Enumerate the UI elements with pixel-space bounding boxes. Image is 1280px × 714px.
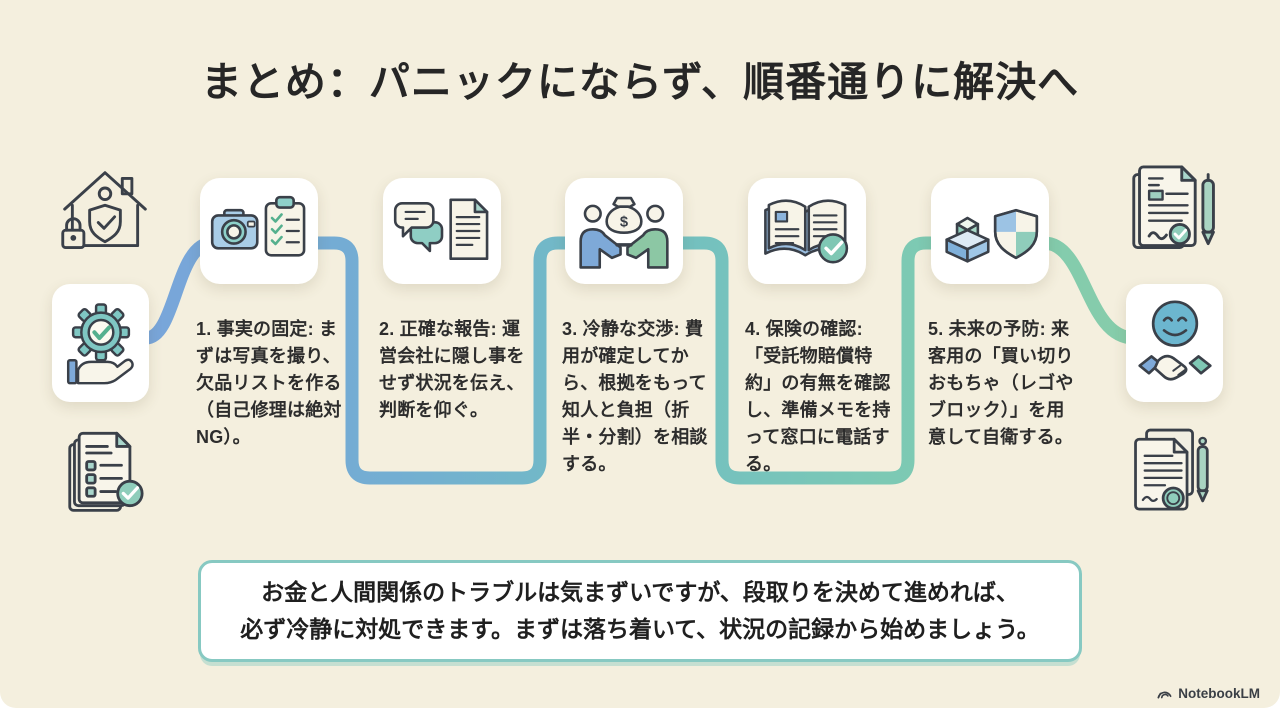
chat-document-icon (390, 187, 494, 275)
step3-description: 3. 冷静な交渉: 費用が確定してから、根拠をもって知人と負担（折半・分割）を相… (562, 319, 708, 474)
step3-card: $ (565, 178, 683, 284)
house-shield-lock-icon (55, 156, 155, 268)
summary-line-1: お金と人間関係のトラブルは気まずいですが、段取りを決めて進めれば、 (261, 579, 1019, 606)
step2-card (383, 178, 501, 284)
svg-text:$: $ (620, 215, 628, 231)
summary-line-2: 必ず冷静に対処できます。まずは落ち着いて、状況の記録から始めましょう。 (240, 616, 1040, 642)
smiley-handshake-icon (1133, 290, 1217, 396)
blocks-shield-icon (938, 186, 1042, 276)
step4-card (748, 178, 866, 284)
handshake-money-icon: $ (572, 186, 676, 276)
step1-card (200, 178, 318, 284)
brand-name: NotebookLM (1178, 686, 1260, 701)
left-middle-card (52, 284, 149, 402)
step5-description: 5. 未来の予防: 来客用の「買い切りおもちゃ（レゴやブロック）」を用意して自衛… (928, 319, 1074, 447)
step5-card (931, 178, 1049, 284)
step1-description: 1. 事実の固定: まずは写真を撮り、欠品リストを作る（自己修理は絶対NG）。 (196, 319, 342, 447)
hand-gear-check-icon (60, 291, 142, 395)
step4-description: 4. 保険の確認: 「受託物賠償特約」の有無を確認し、準備メモを持って窓口に電話… (745, 319, 891, 474)
summary-callout: お金と人間関係のトラブルは気まずいですが、段取りを決めて進めれば、 必ず冷静に対… (198, 560, 1082, 662)
step2-description: 2. 正確な報告: 運営会社に隠し事をせず状況を伝え、判断を仰ぐ。 (379, 319, 525, 420)
contract-seal-pen-icon (1128, 420, 1224, 522)
brand-footer: NotebookLM (1156, 686, 1260, 701)
signed-contract-pen-icon (1126, 156, 1226, 268)
right-middle-card (1126, 284, 1223, 402)
notebooklm-logo-icon (1156, 686, 1173, 701)
checklist-documents-icon (58, 420, 152, 518)
camera-checklist-icon (207, 187, 311, 275)
insurance-book-check-icon (755, 186, 859, 276)
page-title: まとめ：パニックにならず、順番通りに解決へ (200, 59, 1080, 105)
